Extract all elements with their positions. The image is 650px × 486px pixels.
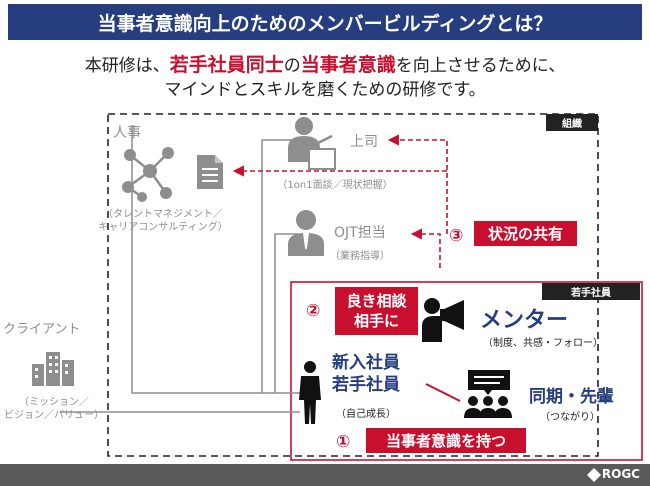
logo-text: ROGC [601, 467, 640, 481]
intro-line-2: マインドとスキルを磨くための研修です。 [164, 80, 486, 100]
newbie-line: 新入社員 [332, 353, 400, 373]
hr-desc-line: （タレントマネジメント／ [103, 209, 223, 220]
intro-text: 本研修は、 [84, 56, 170, 76]
newbie-description: （自己成長） [336, 409, 396, 420]
intro-text: を向上させるために、 [395, 56, 566, 76]
step-2-label: 良き相談 相手に [335, 287, 418, 335]
person-icon [299, 361, 321, 424]
hr-label: 人事 [113, 125, 141, 141]
page-title: 当事者意識向上のためのメンバービルディングとは？ [8, 4, 642, 40]
intro-emphasis: 若手社員同士 [169, 54, 284, 76]
intro-line-1: 本研修は、若手社員同士の当事者意識を向上させるために、 [0, 50, 650, 77]
connection-lines [60, 125, 300, 413]
newbie-label: 新入社員 若手社員 [332, 352, 400, 396]
board-icon [308, 148, 336, 170]
peer-description: （つながり） [540, 412, 600, 423]
logo-icon [587, 468, 601, 482]
client-desc-line: （ミッション／ [19, 397, 89, 408]
step-2-line: 良き相談 [346, 292, 407, 310]
sharing-arrows [232, 134, 448, 268]
step-2-line: 相手に [353, 312, 399, 330]
ojt-description: （業務指導） [330, 251, 390, 262]
mentor-label: メンター [480, 308, 569, 333]
step-3-number: ③ [449, 226, 464, 246]
step-1-number: ① [336, 432, 351, 452]
boss-label: 上司 [350, 134, 378, 150]
person-tie-icon [288, 210, 324, 256]
ojt-label: OJT担当 [334, 225, 386, 241]
mentor-description: （制度、共感・フォロー） [483, 338, 603, 349]
peer-label: 同期・先輩 [529, 387, 614, 407]
footer-bar [0, 464, 650, 486]
newbie-line: 若手社員 [332, 375, 400, 395]
building-icon [32, 352, 74, 386]
document-icon [197, 155, 223, 189]
client-description: （ミッション／ ビジョン／バリュー） [4, 396, 104, 422]
megaphone-person-icon [422, 298, 464, 342]
step-1-label: 当事者意識を持つ [366, 428, 526, 453]
peer-link [425, 383, 461, 402]
boss-description: （1on1面談／現状把握） [277, 180, 393, 191]
intro-text: の [283, 56, 301, 76]
hr-desc-line: キャリアコンサルティング） [98, 222, 228, 233]
client-label: クライアント [3, 322, 81, 337]
network-icon [122, 147, 174, 202]
client-desc-line: ビジョン／バリュー） [4, 410, 104, 421]
intro-emphasis: 当事者意識 [300, 54, 396, 76]
young-staff-tag: 若手社員 [542, 283, 640, 300]
step-2-number: ② [306, 301, 321, 321]
step-3-label: 状況の共有 [474, 221, 577, 246]
hr-description: （タレントマネジメント／ キャリアコンサルティング） [98, 208, 228, 234]
organization-tag: 組織 [546, 114, 598, 131]
group-chat-icon [464, 370, 512, 418]
young-staff-frame [290, 281, 643, 461]
